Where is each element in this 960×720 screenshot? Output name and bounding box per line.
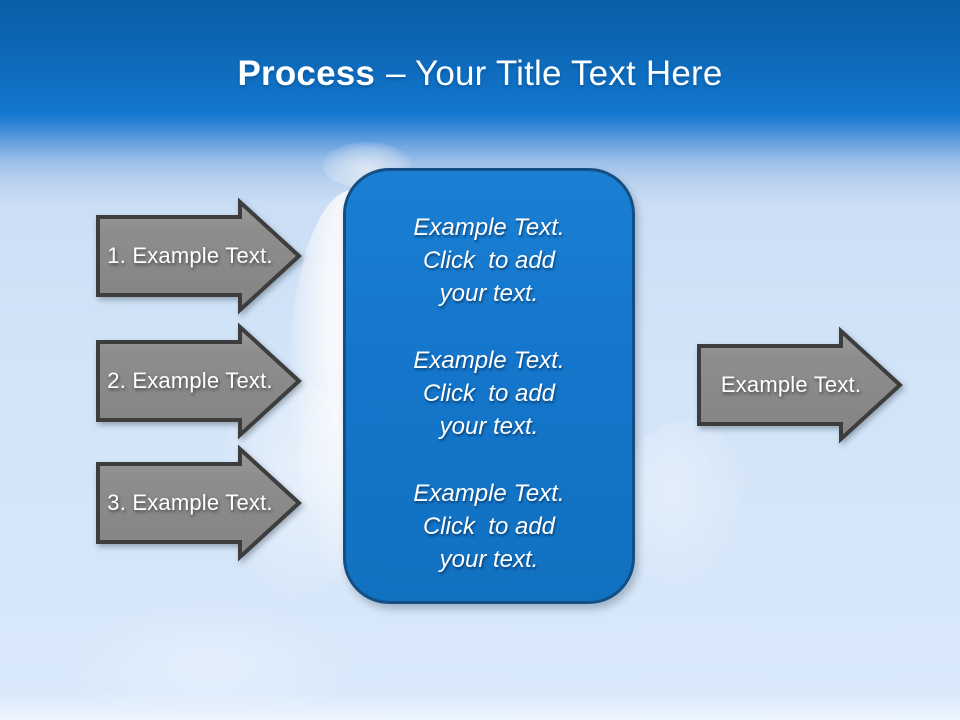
panel-text-line: Click to add	[422, 513, 556, 540]
panel-text-line: your text.	[439, 413, 539, 440]
smoke-wisp-right	[620, 420, 750, 590]
title-bold-text: Process	[237, 54, 376, 93]
process-step-arrow-3: 3. Example Text.	[96, 444, 302, 562]
panel-text-line: your text.	[439, 280, 539, 307]
step-3-label: 3. Example Text.	[107, 490, 273, 515]
process-step-arrow-2: 2. Example Text.	[96, 322, 302, 440]
panel-text-line: your text.	[439, 546, 539, 573]
arrow-right-icon	[697, 326, 903, 444]
panel-text-line: Example Text.	[413, 214, 565, 241]
arrow-right-icon	[96, 197, 302, 315]
process-output-arrow: Example Text.	[697, 326, 903, 444]
arrow-right-icon	[96, 444, 302, 562]
panel-text-block-2: Example Text. Click to add your text.	[360, 344, 618, 443]
panel-text-line: Click to add	[422, 380, 556, 407]
page-title: Process – Your Title Text Here	[0, 52, 960, 96]
panel-text-line: Click to add	[422, 247, 556, 274]
panel-text-block-1: Example Text. Click to add your text.	[360, 211, 618, 310]
panel-text-block-3: Example Text. Click to add your text.	[360, 477, 618, 576]
output-label: Example Text.	[720, 372, 862, 397]
panel-text-line: Example Text.	[413, 347, 565, 374]
center-text-panel: Example Text. Click to add your text. Ex…	[343, 168, 635, 604]
cloud-wisp-bottom	[60, 600, 360, 720]
title-rest-text: – Your Title Text Here	[386, 54, 723, 93]
process-step-arrow-1: 1. Example Text.	[96, 197, 302, 315]
step-2-label: 2. Example Text.	[107, 368, 273, 393]
step-1-label: 1. Example Text.	[107, 243, 273, 268]
panel-text-line: Example Text.	[413, 480, 565, 507]
arrow-right-icon	[96, 322, 302, 440]
